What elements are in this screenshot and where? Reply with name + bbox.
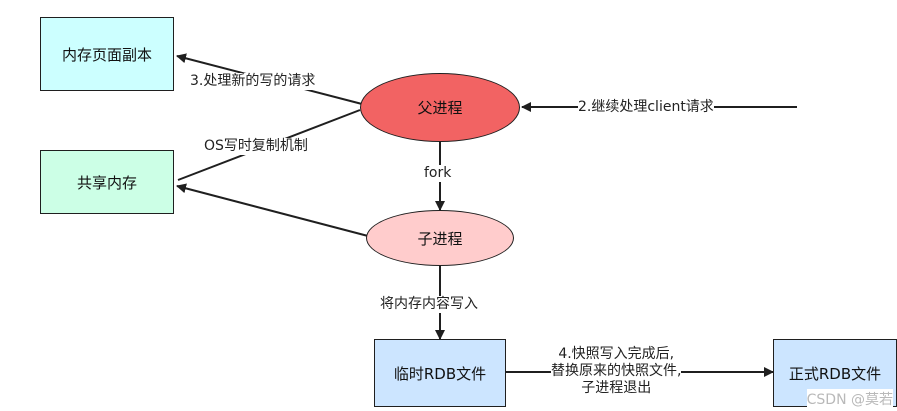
edge-label-snapshot-done-line-1: 4.快照写入完成后, [558,346,675,362]
node-shared-memory: 共享内存 [40,150,174,214]
node-temp-rdb-file: 临时RDB文件 [374,339,506,407]
arrow-child-to-shared [176,183,369,237]
edge-label-snapshot-done-line-2: 替换原来的快照文件, [551,363,682,379]
node-final-rdb-file-label: 正式RDB文件 [788,364,882,383]
node-child-process: 子进程 [366,210,514,266]
edge-label-snapshot-done-line-3: 子进程退出 [581,380,652,396]
edge-label-fork: fork [424,165,452,182]
node-memory-page-copy-label: 内存页面副本 [61,45,152,64]
edge-label-continue-client-requests: 2.继续处理client请求 [578,99,714,116]
watermark: CSDN @莫若 [806,389,893,409]
edge-label-handle-new-writes: 3.处理新的写的请求 [190,73,316,90]
edge-label-os-copy-on-write: OS写时复制机制 [204,138,308,155]
node-shared-memory-label: 共享内存 [76,173,137,192]
node-child-process-label: 子进程 [417,229,463,248]
node-parent-process: 父进程 [360,73,520,142]
edge-label-write-memory-content: 将内存内容写入 [380,296,478,313]
node-memory-page-copy: 内存页面副本 [40,17,174,91]
edge-label-snapshot-done: 4.快照写入完成后, 替换原来的快照文件, 子进程退出 [551,346,682,397]
node-temp-rdb-file-label: 临时RDB文件 [393,364,487,383]
node-parent-process-label: 父进程 [417,99,463,117]
